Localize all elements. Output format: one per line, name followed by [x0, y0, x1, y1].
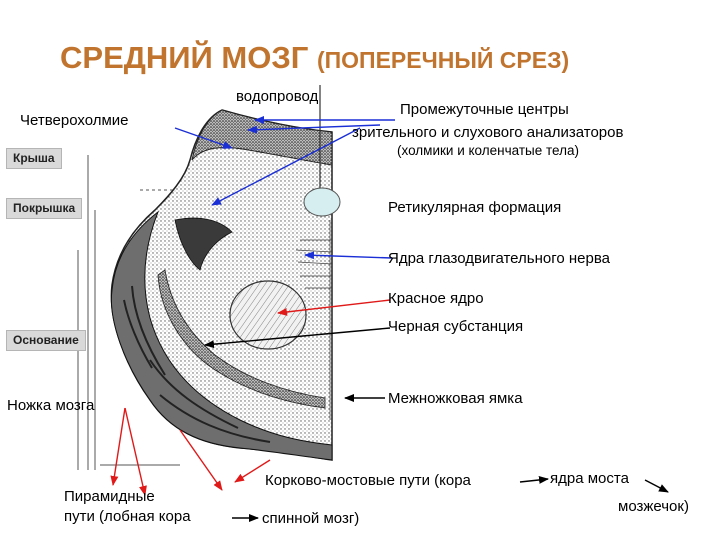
- side-box-krysha: Крыша: [6, 148, 62, 169]
- label-vodoprovod: водопровод: [236, 88, 319, 105]
- red-nucleus: [229, 280, 307, 350]
- page-title: СРЕДНИЙ МОЗГ (ПОПЕРЕЧНЫЙ СРЕЗ): [60, 40, 569, 76]
- crus-bands: [123, 285, 271, 443]
- label-chetverokholmie: Четверохолмие: [20, 112, 129, 129]
- substantia-nigra: [157, 269, 326, 409]
- midline-fibers: [295, 220, 333, 420]
- label-yadra-mosta: ядра моста: [550, 470, 629, 487]
- black-arrows: [204, 327, 669, 522]
- blue-arrows: [174, 116, 395, 260]
- label-mezhnozh: Межножковая ямка: [388, 390, 523, 407]
- label-retikular: Ретикулярная формация: [388, 199, 562, 216]
- aqueduct: [303, 187, 341, 217]
- label-spinnoy: спинной мозг): [262, 510, 360, 527]
- label-mozzhechok: мозжечок): [618, 498, 689, 515]
- title-main: СРЕДНИЙ МОЗГ: [60, 40, 309, 75]
- label-piramid-line2: пути (лобная кора: [64, 508, 191, 525]
- label-prom-line3: (холмики и коленчатые тела): [397, 143, 579, 158]
- side-box-pokryshka: Покрышка: [6, 198, 83, 219]
- label-nozhka: Ножка мозга: [7, 397, 95, 414]
- region-bracket-lines: [77, 155, 295, 470]
- label-korkovo: Корково-мостовые пути (кора: [265, 472, 471, 489]
- red-arrows: [110, 299, 391, 496]
- side-box-osnovanie: Основание: [6, 330, 86, 351]
- label-prom-line2: зрительного и слухового анализаторов: [352, 124, 624, 141]
- title-sub: (ПОПЕРЕЧНЫЙ СРЕЗ): [316, 47, 570, 73]
- tectum-region: [191, 109, 333, 166]
- label-yadra-glaz: Ядра глазодвигательного нерва: [388, 250, 610, 267]
- crus-cerebri: [110, 210, 333, 461]
- label-chernaya: Черная субстанция: [388, 318, 524, 335]
- lemniscus-band: [174, 217, 233, 271]
- label-piramid-line1: Пирамидные: [64, 488, 155, 505]
- label-krasnoe: Красное ядро: [388, 290, 484, 307]
- label-prom-line1: Промежуточные центры: [400, 101, 569, 118]
